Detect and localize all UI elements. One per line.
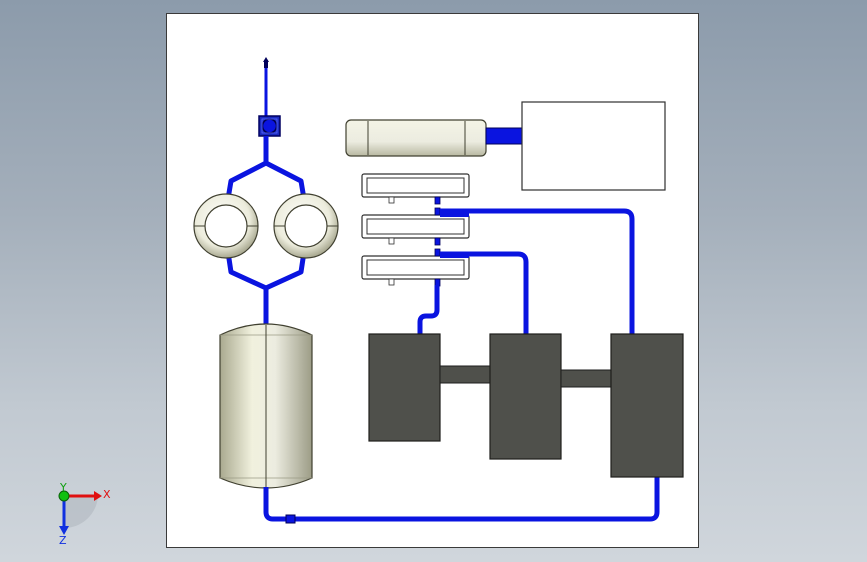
machine-block-2[interactable] [489,333,562,460]
drain-valve[interactable] [285,514,296,524]
filter-unit-3[interactable] [361,248,470,287]
return-pipe[interactable] [263,477,660,522]
machine-block-1[interactable] [368,333,441,442]
shaft-1 [439,365,492,384]
x-axis-label: X [103,488,111,501]
motor-cylinder[interactable] [345,119,487,157]
machine-block-3[interactable] [610,333,684,478]
filter-unit-2[interactable] [361,207,470,246]
y-axis-label: Y [59,481,67,494]
ring-vessel-right[interactable] [273,193,339,259]
x-axis-head [94,491,102,501]
coordinate-triad: X Y Z [58,481,111,547]
dryer-manifold-pipes[interactable] [225,136,307,328]
air-receiver-tank[interactable] [219,323,313,489]
z-axis-head [59,526,69,535]
triad-shadow [64,496,98,529]
check-valve[interactable] [258,115,281,137]
filter-to-block-pipes[interactable] [417,208,635,334]
filter-unit-1[interactable] [361,173,470,205]
ring-vessel-left[interactable] [193,193,259,259]
control-cabinet[interactable] [521,101,666,191]
filter-outlet-2 [440,211,469,217]
y-axis-dot [58,490,70,502]
vent-line[interactable] [263,57,269,117]
motor-coupling[interactable] [485,127,523,145]
shaft-2 [560,369,613,388]
z-axis-label: Z [59,534,67,547]
